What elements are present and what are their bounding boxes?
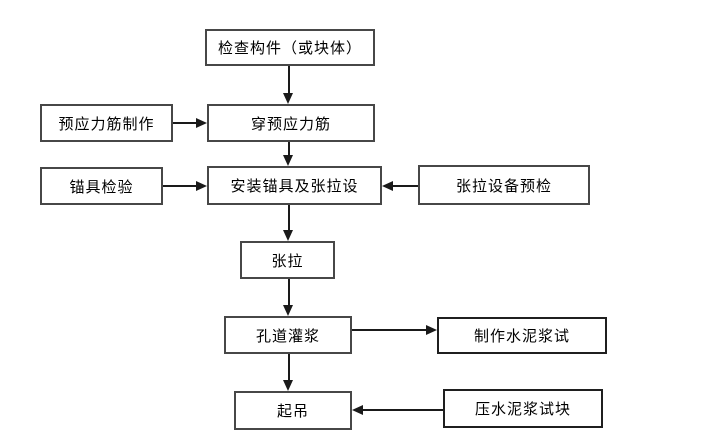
- arrow-line: [362, 409, 443, 411]
- node-tendon-fabrication-label: 预应力筋制作: [58, 114, 155, 133]
- node-tendon-fabrication: 预应力筋制作: [40, 104, 173, 142]
- node-check-component: 检查构件（或块体）: [205, 29, 375, 66]
- arrowhead-down-icon: [283, 380, 293, 391]
- arrowhead-right-icon: [196, 118, 207, 128]
- node-check-component-label: 检查构件（或块体）: [217, 39, 362, 57]
- node-duct-grouting: 孔道灌浆: [224, 316, 352, 354]
- arrowhead-down-icon: [283, 93, 293, 104]
- arrow-line: [173, 122, 197, 124]
- node-press-cement-block-label: 压水泥浆试块: [474, 400, 571, 418]
- arrowhead-left-icon: [352, 405, 363, 415]
- arrow-line: [288, 142, 290, 156]
- arrowhead-down-icon: [283, 155, 293, 166]
- node-thread-tendon: 穿预应力筋: [207, 104, 375, 142]
- node-install-anchorage: 安装锚具及张拉设: [207, 166, 382, 205]
- node-tensioning: 张拉: [240, 241, 335, 279]
- node-hoisting-label: 起吊: [276, 402, 309, 420]
- node-anchorage-inspection: 锚具检验: [40, 167, 163, 205]
- node-install-anchorage-label: 安装锚具及张拉设: [230, 177, 359, 195]
- arrow-line: [288, 66, 290, 95]
- arrowhead-down-icon: [283, 305, 293, 316]
- node-tensioning-label: 张拉: [271, 251, 304, 270]
- arrow-line: [288, 354, 290, 381]
- node-make-cement-test: 制作水泥浆试: [437, 317, 607, 354]
- arrow-line: [392, 185, 418, 187]
- node-make-cement-test-label: 制作水泥浆试: [473, 327, 570, 345]
- arrow-line: [288, 205, 290, 231]
- node-equipment-precheck: 张拉设备预检: [418, 165, 590, 205]
- node-thread-tendon-label: 穿预应力筋: [250, 114, 331, 133]
- arrowhead-left-icon: [382, 181, 393, 191]
- arrowhead-right-icon: [426, 325, 437, 335]
- arrowhead-down-icon: [283, 230, 293, 241]
- arrow-line: [288, 279, 290, 306]
- node-press-cement-block: 压水泥浆试块: [443, 389, 603, 428]
- node-equipment-precheck-label: 张拉设备预检: [455, 176, 552, 195]
- arrow-line: [163, 185, 197, 187]
- node-anchorage-inspection-label: 锚具检验: [69, 177, 134, 196]
- node-duct-grouting-label: 孔道灌浆: [255, 326, 320, 345]
- node-hoisting: 起吊: [234, 391, 352, 430]
- arrowhead-right-icon: [196, 181, 207, 191]
- arrow-line: [352, 329, 427, 331]
